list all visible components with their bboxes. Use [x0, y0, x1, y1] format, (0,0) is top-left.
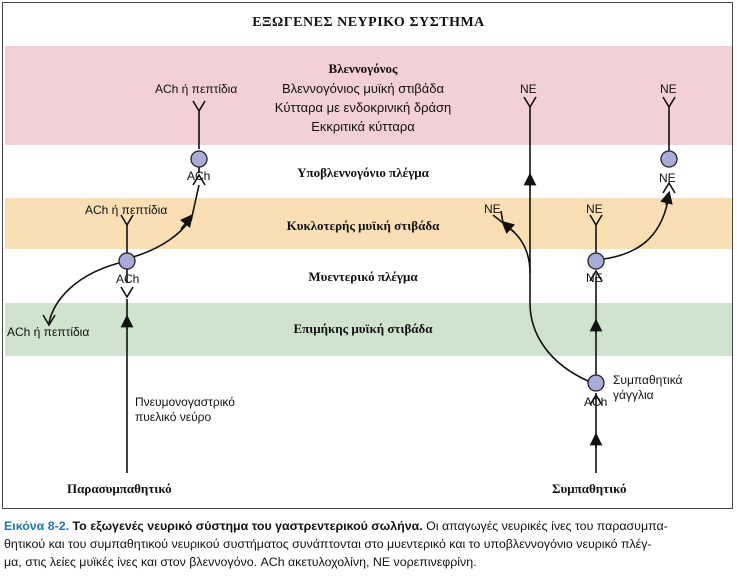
- diagram-title: ΕΞΩΓΕΝΕΣ ΝΕΥΡΙΚΟ ΣΥΣΤΗΜΑ: [252, 15, 485, 30]
- ne-fiber-mucosa-left: [529, 107, 589, 382]
- label-ne-circular-left: NE: [484, 202, 501, 216]
- submucosal-neuron-left: [190, 150, 208, 168]
- ach-synapse-fork-submucosal: [192, 173, 206, 186]
- label-parasympathetic: Παρασυμπαθητικό: [67, 481, 172, 496]
- label-ne-submucosal-right: NE: [659, 171, 676, 185]
- sympathetic-ganglion-neuron: [587, 374, 605, 392]
- submucosal-plexus-label: Υποβλεννογόνιο πλέγμα: [297, 165, 429, 180]
- circular-muscle-label: Κυκλοτερής μυϊκή στιβάδα: [286, 218, 440, 233]
- label-ganglia-2: γάγγλια: [613, 388, 654, 402]
- label-ganglia-1: Συμπαθητικά: [613, 373, 683, 387]
- nerve-wiring: [42, 96, 678, 473]
- ne-axon-to-submucosal-right: [603, 194, 670, 260]
- mucosa-band: [5, 46, 732, 145]
- submucosal-neuron-right: [660, 150, 678, 168]
- diagram-figure: ΕΞΩΓΕΝΕΣ ΝΕΥΡΙΚΟ ΣΥΣΤΗΜΑ Βλεννογόνος Βλε…: [2, 2, 733, 509]
- mucosa-item-muscularis: Βλεννογόνιος μυϊκή στιβάδα: [281, 81, 445, 96]
- caption-line-1: Οι απαγωγές νευρικές ίνες του παρασυμπα-: [426, 519, 668, 533]
- ganglion-synapse-fork: [589, 393, 603, 406]
- axon-to-submucosal: [132, 220, 190, 258]
- ach-peptides-terminal-top: [192, 100, 206, 113]
- ne-terminal-circular-left: [492, 210, 505, 225]
- ne-branch-circular: [507, 226, 531, 274]
- caption-title: Το εξωγενές νευρικό σύστημα του γαστρεντ…: [72, 519, 423, 533]
- ne-terminal-mucosa-left: [523, 96, 537, 109]
- label-ach-peptides-mid: ACh ή πεπτίδια: [85, 203, 168, 217]
- ne-synapse-fork-submucosal-right: [662, 181, 676, 194]
- ne-synapse-fork-myenteric: [589, 269, 603, 282]
- mucosa-item-endocrine: Κύτταρα με ενδοκρινική δράση: [274, 100, 452, 115]
- myenteric-plexus-label: Μυεντερικό πλέγμα: [308, 269, 418, 284]
- caption-line-2: θητικού και του συμπαθητικού νευρικού συ…: [4, 537, 652, 551]
- label-ach-submucosal: ACh: [187, 169, 211, 183]
- axon-to-longitudinal: [48, 260, 128, 324]
- longitudinal-muscle-label: Επιμήκης μυϊκή στιβάδα: [293, 321, 433, 336]
- label-ach-peptides-low: ACh ή πεπτίδια: [7, 325, 90, 339]
- ne-terminal-mucosa-right: [662, 96, 676, 109]
- myenteric-neuron-right: [587, 252, 605, 270]
- label-ne-mucosa-left: NE: [520, 82, 537, 96]
- longitudinal-muscle-band: [5, 303, 732, 356]
- label-vagus-1: Πνευμονογαστρικό: [135, 395, 235, 409]
- ach-synapse-fork-left: [120, 286, 134, 299]
- caption-line-3: μα, στις λείες μυϊκές ίνες και στον βλεν…: [4, 555, 477, 569]
- label-vagus-2: πυελικό νεύρο: [135, 410, 212, 424]
- caption-number: Εικόνα 8-2.: [4, 519, 70, 533]
- label-ach-ganglion: ACh: [584, 395, 608, 409]
- mucosa-item-secretory: Εκκριτικά κύτταρα: [311, 119, 415, 134]
- mucosa-title: Βλεννογόνος: [328, 61, 398, 76]
- ach-peptides-terminal-left-low: [42, 314, 56, 327]
- ne-terminal-circular-right: [589, 214, 603, 227]
- label-sympathetic: Συμπαθητικό: [552, 481, 627, 496]
- myenteric-neuron-left: [118, 252, 136, 270]
- label-ne-circular-right: NE: [586, 202, 603, 216]
- ach-peptides-terminal-left-mid: [120, 214, 134, 227]
- label-ach-peptides-top: ACh ή πεπτίδια: [155, 82, 238, 96]
- label-ne-mucosa-right: NE: [660, 82, 677, 96]
- figure-caption: Εικόνα 8-2. Το εξωγενές νευρικό σύστημα …: [4, 517, 733, 571]
- label-ne-myenteric: NE: [586, 271, 603, 285]
- label-ach-myenteric: ACh: [116, 272, 140, 286]
